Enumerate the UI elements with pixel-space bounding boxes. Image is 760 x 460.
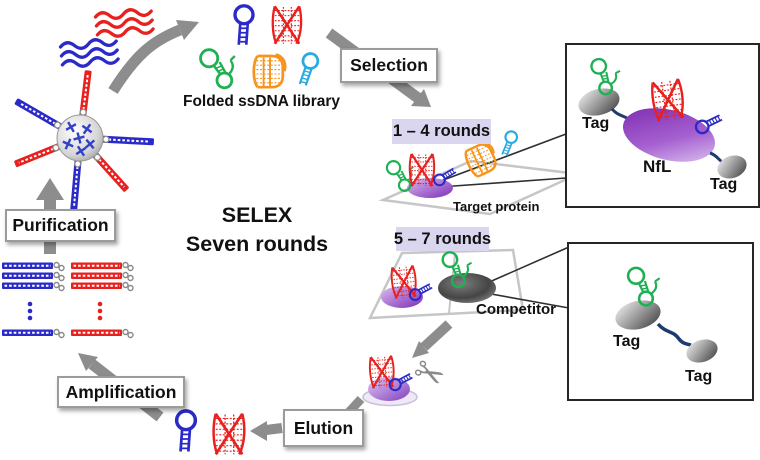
tag-bead-left bbox=[615, 300, 661, 330]
tag-bead-right bbox=[717, 155, 747, 179]
library-aptamers bbox=[198, 4, 321, 92]
tag-bead-right bbox=[686, 339, 718, 363]
elution-box: Elution bbox=[283, 409, 364, 447]
selex-title-line1: SELEX bbox=[221, 203, 293, 227]
competitor-spot bbox=[438, 273, 496, 303]
tag-label-left: Tag bbox=[582, 115, 610, 132]
selection-box: Selection bbox=[340, 48, 438, 83]
selex-title-line2: Seven rounds bbox=[185, 232, 329, 256]
tag-label-right: Tag bbox=[685, 368, 713, 385]
rounds-1-4-label: 1 – 4 rounds bbox=[392, 119, 491, 144]
selex-title: SELEX Seven rounds bbox=[158, 201, 356, 259]
inset-capture-scene bbox=[578, 56, 747, 179]
inset-capture-assay: Tag NfL Tag bbox=[565, 43, 760, 208]
amplified-dna-duplexes bbox=[1, 261, 134, 339]
purification-box: Purification bbox=[5, 209, 116, 242]
inset-pointer-lines bbox=[437, 133, 570, 309]
arrow-elution-left bbox=[250, 421, 283, 441]
inset-competitor-scene bbox=[615, 265, 718, 363]
nfl-protein bbox=[622, 108, 716, 162]
tag-label-left: Tag bbox=[613, 333, 641, 350]
tag-label-right: Tag bbox=[710, 176, 738, 193]
target-protein-label: Target protein bbox=[453, 199, 540, 214]
rounds-5-7-label: 5 – 7 rounds bbox=[394, 227, 491, 251]
inset-competitor-assay: Tag Tag bbox=[567, 242, 754, 401]
nanoparticle bbox=[14, 70, 155, 212]
arrow-to-elution-spot bbox=[412, 320, 453, 358]
linker bbox=[656, 322, 692, 347]
library-label: Folded ssDNA library bbox=[183, 93, 341, 110]
nfl-label: NfL bbox=[643, 157, 672, 176]
amplification-box: Amplification bbox=[57, 376, 185, 408]
competitor-label: Competitor bbox=[476, 301, 556, 318]
ssdna-waves-red bbox=[93, 5, 156, 41]
elution-spot bbox=[362, 354, 418, 407]
arrow-to-library bbox=[108, 20, 199, 94]
ssdna-waves-blue bbox=[58, 35, 121, 71]
tag-bead-left bbox=[578, 88, 620, 116]
eluted-aptamers bbox=[174, 409, 246, 456]
